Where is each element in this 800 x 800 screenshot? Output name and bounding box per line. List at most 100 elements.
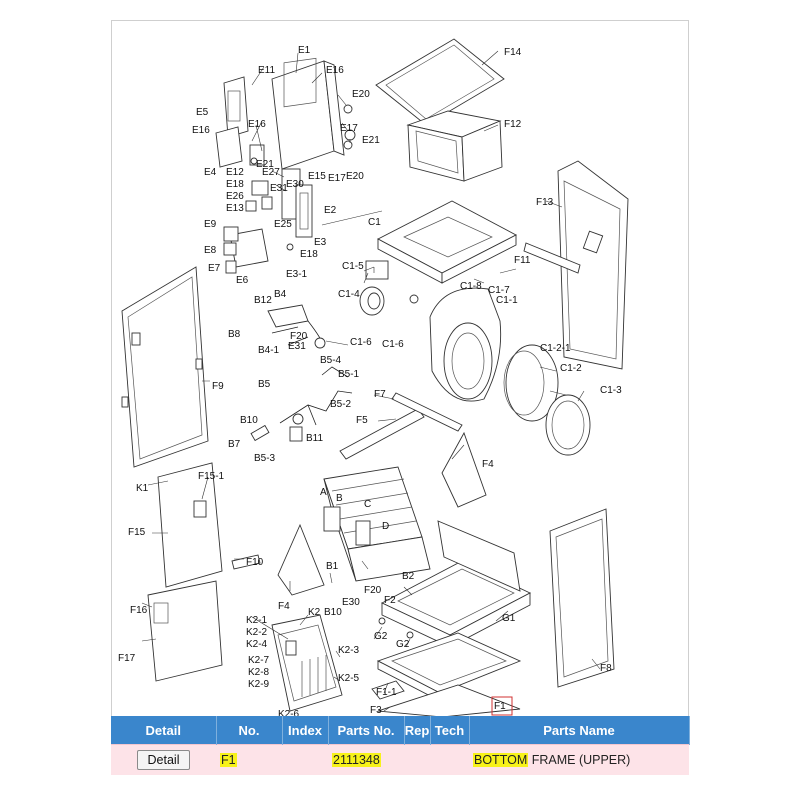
part-label-f15-1[interactable]: F15-1 (198, 471, 225, 482)
part-label-e8[interactable]: E8 (204, 245, 217, 256)
part-label-c1-4[interactable]: C1-4 (338, 289, 360, 300)
part-label-f1[interactable]: F1 (494, 701, 506, 712)
part-label-e17[interactable]: E17 (328, 173, 346, 184)
part-label-b4[interactable]: B4 (274, 289, 287, 300)
part-label-b5-4[interactable]: B5-4 (320, 355, 342, 366)
part-label-c1-6[interactable]: C1-6 (382, 339, 404, 350)
part-label-e4[interactable]: E4 (204, 167, 217, 178)
part-label-e1[interactable]: E1 (298, 45, 311, 56)
part-label-d[interactable]: D (382, 521, 389, 532)
part-label-c[interactable]: C (364, 499, 371, 510)
part-label-b1[interactable]: B1 (326, 561, 339, 572)
part-label-k1[interactable]: K1 (136, 483, 149, 494)
part-label-f9[interactable]: F9 (212, 381, 224, 392)
part-label-b8[interactable]: B8 (228, 329, 241, 340)
column-header-index[interactable]: Index (282, 716, 329, 745)
part-label-c1-2-1[interactable]: C1-2-1 (540, 343, 571, 354)
part-label-e11[interactable]: E11 (258, 65, 275, 76)
part-label-e31[interactable]: E31 (288, 341, 306, 352)
part-label-b5-2[interactable]: B5-2 (330, 399, 352, 410)
part-label-k2-4[interactable]: K2-4 (246, 639, 268, 650)
part-label-c1-7[interactable]: C1-7 (488, 285, 510, 296)
part-label-f3[interactable]: F3 (370, 705, 382, 716)
part-label-k2-8[interactable]: K2-8 (248, 667, 270, 678)
part-label-g2[interactable]: G2 (374, 631, 388, 642)
part-label-k2-3[interactable]: K2-3 (338, 645, 360, 656)
part-label-e15[interactable]: E15 (308, 171, 326, 182)
part-label-f15[interactable]: F15 (128, 527, 146, 538)
part-label-e2[interactable]: E2 (324, 205, 337, 216)
table-row[interactable]: Detail F1 2111348 BOTTOM FRAME (UPPER) (111, 744, 689, 775)
part-label-g2[interactable]: G2 (396, 639, 410, 650)
part-label-c1-1[interactable]: C1-1 (496, 295, 518, 306)
part-label-e30[interactable]: E30 (342, 597, 360, 608)
part-label-b10[interactable]: B10 (240, 415, 258, 426)
part-label-f20[interactable]: F20 (364, 585, 382, 596)
detail-button[interactable]: Detail (136, 750, 191, 770)
part-label-e20[interactable]: E20 (346, 171, 364, 182)
part-label-f13[interactable]: F13 (536, 197, 554, 208)
part-label-e9[interactable]: E9 (204, 219, 217, 230)
part-label-b12[interactable]: B12 (254, 295, 272, 306)
part-label-e25[interactable]: E25 (274, 219, 292, 230)
part-label-k2-5[interactable]: K2-5 (338, 673, 360, 684)
part-label-f12[interactable]: F12 (504, 119, 522, 130)
part-label-b[interactable]: B (336, 493, 343, 504)
part-label-f10[interactable]: F10 (246, 557, 264, 568)
f1-highlight-marker[interactable] (491, 696, 513, 716)
part-label-f17[interactable]: F17 (118, 653, 136, 664)
part-label-b10[interactable]: B10 (324, 607, 342, 618)
part-label-c1-5[interactable]: C1-5 (342, 261, 364, 272)
part-label-e27[interactable]: E27 (262, 167, 280, 178)
part-label-f14[interactable]: F14 (504, 47, 522, 58)
part-label-f16[interactable]: F16 (130, 605, 148, 616)
column-header-tech[interactable]: Tech (430, 716, 470, 745)
part-label-b11[interactable]: B11 (306, 433, 323, 444)
part-label-e3-1[interactable]: E3-1 (286, 269, 308, 280)
column-header-no[interactable]: No. (216, 716, 283, 745)
part-label-c1-8[interactable]: C1-8 (460, 281, 482, 292)
column-header-parts-no[interactable]: Parts No. (328, 716, 405, 745)
part-label-e26[interactable]: E26 (226, 191, 244, 202)
part-label-c1-6[interactable]: C1-6 (350, 337, 372, 348)
part-label-g1[interactable]: G1 (502, 613, 516, 624)
part-label-e7[interactable]: E7 (208, 263, 221, 274)
part-label-e18[interactable]: E18 (226, 179, 244, 190)
part-label-e5[interactable]: E5 (196, 107, 209, 118)
part-label-e16[interactable]: E16 (326, 65, 344, 76)
part-label-e16[interactable]: E16 (192, 125, 210, 136)
column-header-parts-name[interactable]: Parts Name (469, 716, 690, 745)
part-label-e30[interactable]: E30 (286, 179, 304, 190)
part-label-e3[interactable]: E3 (314, 237, 327, 248)
part-label-k2-1[interactable]: K2-1 (246, 615, 268, 626)
part-label-f4[interactable]: F4 (482, 459, 494, 470)
part-label-a[interactable]: A (320, 487, 327, 498)
part-label-e6[interactable]: E6 (236, 275, 249, 286)
part-label-b7[interactable]: B7 (228, 439, 241, 450)
part-label-e12[interactable]: E12 (226, 167, 244, 178)
part-label-e21[interactable]: E21 (362, 135, 380, 146)
part-label-b5-1[interactable]: B5-1 (338, 369, 360, 380)
part-label-e31[interactable]: E31 (270, 183, 288, 194)
part-label-c1-2[interactable]: C1-2 (560, 363, 582, 374)
part-label-k2-2[interactable]: K2-2 (246, 627, 268, 638)
part-label-f11[interactable]: F11 (514, 255, 531, 266)
part-label-k2-7[interactable]: K2-7 (248, 655, 270, 666)
part-label-f20[interactable]: F20 (290, 331, 308, 342)
part-label-k2-9[interactable]: K2-9 (248, 679, 270, 690)
part-label-e20[interactable]: E20 (352, 89, 370, 100)
part-label-f8[interactable]: F8 (600, 663, 612, 674)
part-label-e21[interactable]: E21 (256, 159, 274, 170)
column-header-detail[interactable]: Detail (111, 716, 217, 745)
part-label-f2[interactable]: F2 (384, 595, 396, 606)
part-label-k2-6[interactable]: K2-6 (278, 709, 300, 716)
part-label-b5[interactable]: B5 (258, 379, 271, 390)
part-label-f7[interactable]: F7 (374, 389, 386, 400)
part-label-b5-3[interactable]: B5-3 (254, 453, 276, 464)
part-label-f4[interactable]: F4 (278, 601, 290, 612)
part-label-e18[interactable]: E18 (300, 249, 318, 260)
part-label-f1-1[interactable]: F1-1 (376, 687, 397, 698)
column-header-rep[interactable]: Rep (404, 716, 431, 745)
part-label-b2[interactable]: B2 (402, 571, 415, 582)
part-label-e17[interactable]: E17 (340, 123, 358, 134)
